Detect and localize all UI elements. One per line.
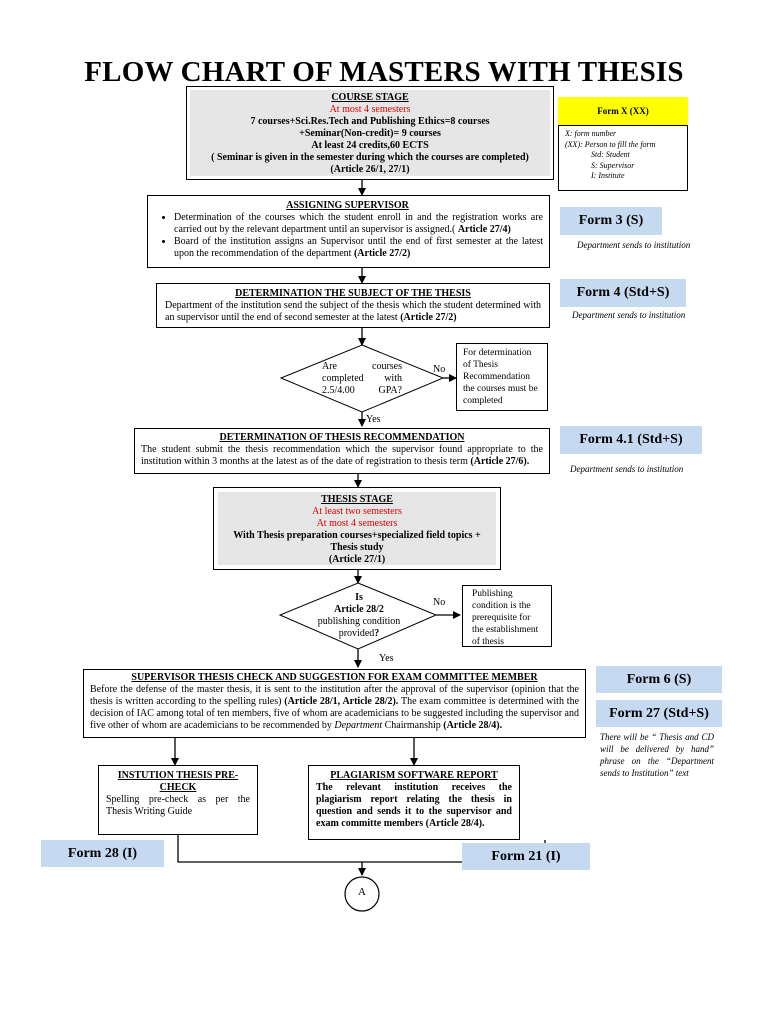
- form-27-badge: Form 27 (Std+S): [596, 700, 722, 727]
- form-4-1-note: Department sends to institution: [570, 464, 684, 474]
- supervisor-check-heading: SUPERVISOR THESIS CHECK AND SUGGESTION F…: [131, 672, 538, 683]
- thesis-stage-box: THESIS STAGE At least two semesters At m…: [213, 487, 501, 570]
- thesis-subject-box: DETERMINATION THE SUBJECT OF THE THESIS …: [156, 283, 550, 328]
- thesis-stage-heading: THESIS STAGE: [321, 494, 393, 505]
- connector-circle: [344, 876, 380, 912]
- decision2-no-label: No: [433, 597, 446, 608]
- decision2-yes-label: Yes: [379, 653, 394, 664]
- form-6-badge: Form 6 (S): [596, 666, 722, 693]
- legend-form-label: Form X (XX): [558, 97, 688, 125]
- precheck-box: INSTUTION THESIS PRE-CHECK Spelling pre-…: [98, 765, 258, 835]
- course-stage-heading: COURSE STAGE: [331, 92, 409, 103]
- plagiarism-heading: PLAGIARISM SOFTWARE REPORT: [330, 770, 498, 781]
- thesis-recommendation-heading: DETERMINATION OF THESIS RECOMMENDATION: [219, 432, 465, 443]
- decision1-no-note: For determination of Thesis Recommendati…: [456, 343, 548, 411]
- connector-label: A: [358, 886, 366, 898]
- assigning-supervisor-heading: ASSIGNING SUPERVISOR: [286, 200, 409, 211]
- supervisor-check-box: SUPERVISOR THESIS CHECK AND SUGGESTION F…: [83, 669, 586, 738]
- decision1-question: Are courses completed with 2.5/4.00 GPA?: [322, 361, 402, 396]
- form-21-badge: Form 21 (I): [462, 843, 590, 870]
- supervisor-bullet-2: Board of the institution assigns an Supe…: [174, 236, 543, 260]
- form-3-note: Department sends to institution: [577, 240, 691, 250]
- course-stage-box: COURSE STAGE At most 4 semesters 7 cours…: [186, 86, 554, 180]
- form-3-badge: Form 3 (S): [560, 207, 662, 235]
- supervisor-bullet-1: Determination of the courses which the s…: [174, 212, 543, 236]
- plagiarism-box: PLAGIARISM SOFTWARE REPORT The relevant …: [308, 765, 520, 840]
- form-28-badge: Form 28 (I): [41, 840, 164, 867]
- thesis-subject-heading: DETERMINATION THE SUBJECT OF THE THESIS: [235, 288, 471, 299]
- thesis-recommendation-box: DETERMINATION OF THESIS RECOMMENDATION T…: [134, 428, 550, 474]
- form-4-1-badge: Form 4.1 (Std+S): [560, 426, 702, 454]
- assigning-supervisor-box: ASSIGNING SUPERVISOR Determination of th…: [147, 195, 550, 268]
- legend-box: X: form number (XX): Person to fill the …: [558, 125, 688, 191]
- form-4-note: Department sends to institution: [572, 310, 686, 320]
- form-27-note: There will be “ Thesis and CD will be de…: [600, 732, 714, 778]
- precheck-heading: INSTUTION THESIS PRE-CHECK: [117, 770, 239, 793]
- page-title: FLOW CHART OF MASTERS WITH THESIS: [84, 56, 684, 88]
- decision1-no-label: No: [433, 364, 446, 375]
- decision2-question: Is Article 28/2 publishing condition pro…: [317, 592, 401, 639]
- decision2-no-note: Publishing condition is the prerequisite…: [462, 585, 552, 647]
- decision1-yes-label: Yes: [366, 414, 381, 425]
- form-4-badge: Form 4 (Std+S): [560, 279, 686, 307]
